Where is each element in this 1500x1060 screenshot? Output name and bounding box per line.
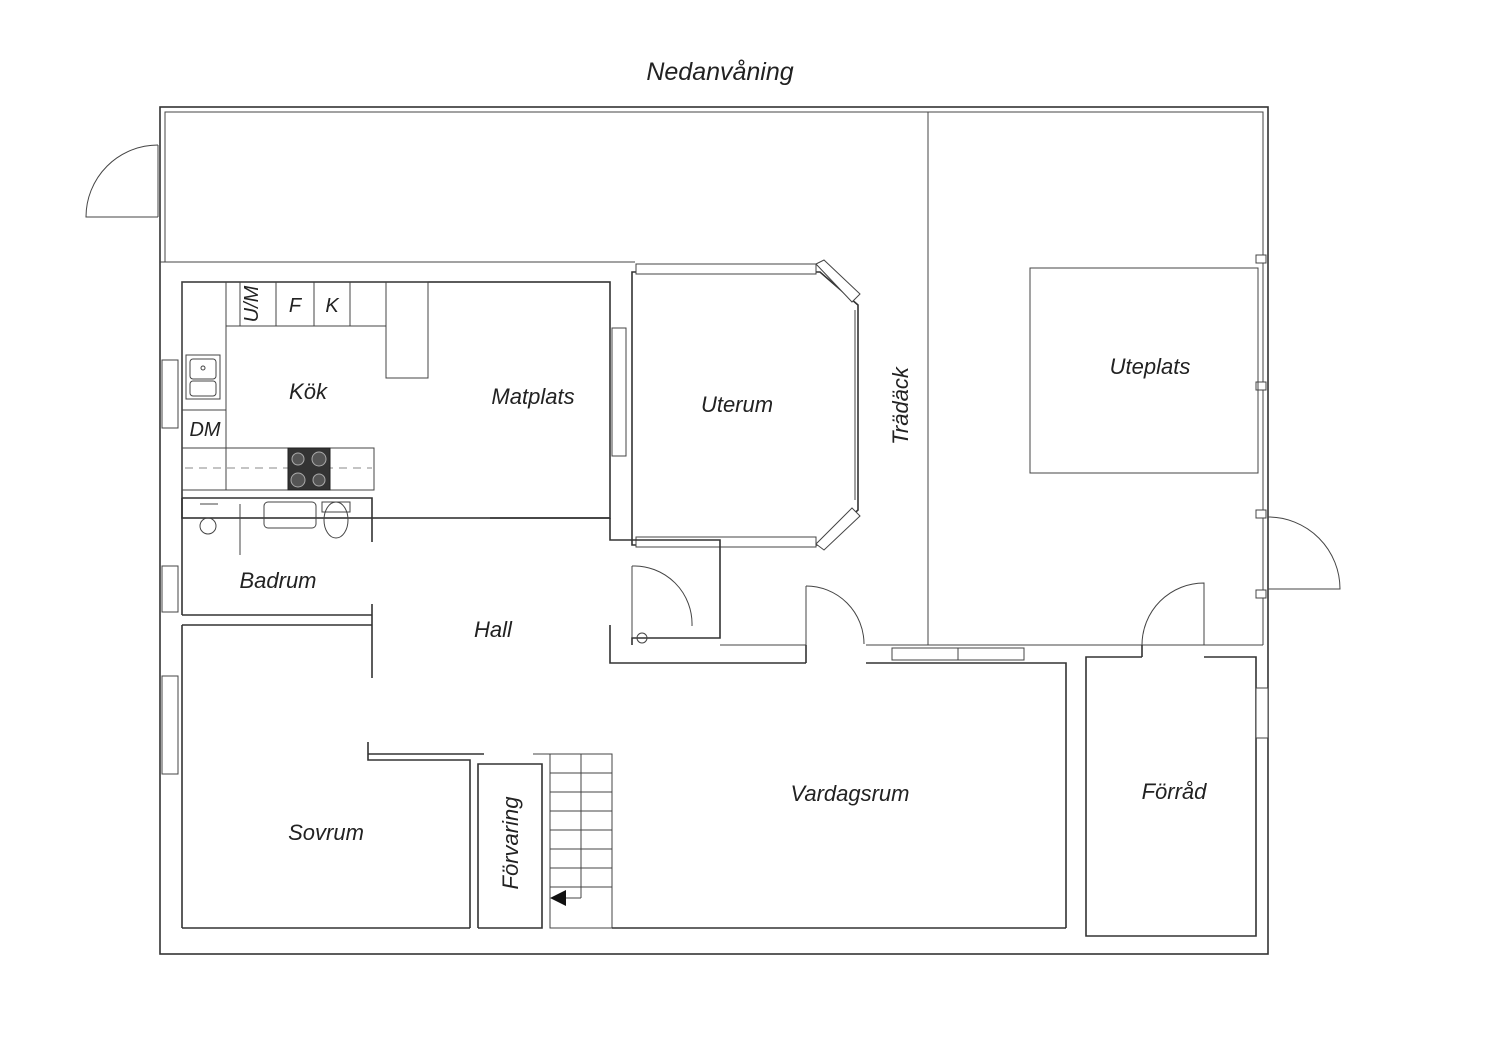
uteplats-area (1029, 267, 1259, 474)
window-kitchen (161, 359, 179, 429)
kitchen-counters (181, 281, 429, 491)
stove-icon (287, 447, 331, 491)
sovrum-walls (161, 604, 484, 929)
hall-closet (609, 518, 806, 664)
bathroom-fixtures-icon (199, 501, 351, 555)
vardagsrum-walls (612, 585, 1263, 929)
label-dm: DM (189, 419, 220, 441)
bathroom-walls (161, 497, 373, 616)
outer-walls (159, 106, 1269, 955)
forvaring-walls (477, 763, 543, 929)
label-f: F (289, 295, 303, 317)
plan-title: Nedanvåning (646, 58, 793, 86)
entrance-door (85, 144, 159, 218)
label-sovrum: Sovrum (288, 820, 364, 845)
label-kok: Kök (289, 379, 328, 404)
sink-icon (185, 354, 221, 400)
stairs (533, 753, 613, 929)
forrad-walls (1085, 582, 1269, 937)
deck-door-right (1255, 254, 1341, 599)
label-uteplats: Uteplats (1110, 354, 1191, 379)
uterum-walls (611, 259, 861, 551)
label-k: K (325, 295, 340, 317)
label-forrad: Förråd (1142, 779, 1208, 804)
label-badrum: Badrum (239, 568, 316, 593)
label-um: U/M (241, 285, 263, 322)
label-vardagsrum: Vardagsrum (790, 781, 909, 806)
label-tradack: Trädäck (888, 366, 913, 445)
label-uterum: Uterum (701, 392, 773, 417)
label-forvaring: Förvaring (498, 796, 523, 890)
label-hall: Hall (474, 617, 513, 642)
label-matplats: Matplats (491, 384, 574, 409)
